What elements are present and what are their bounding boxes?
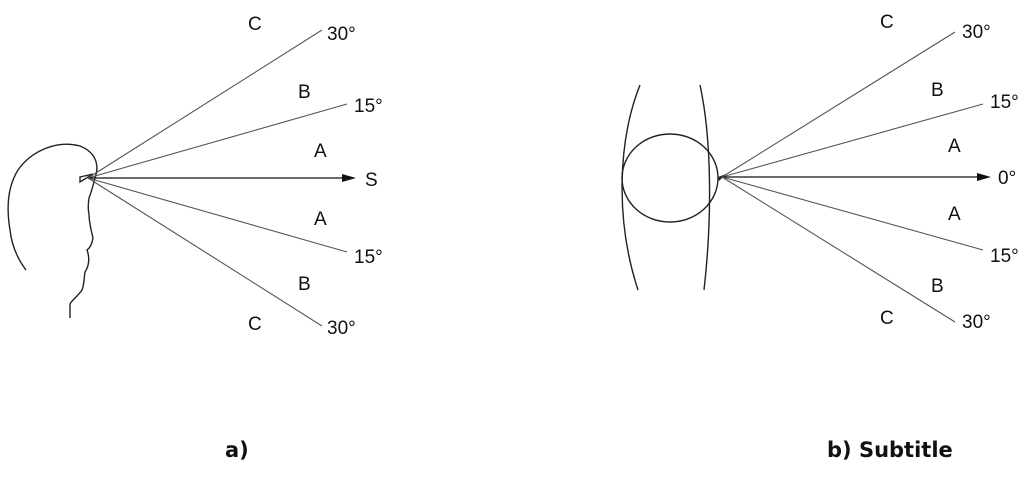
shoulder-line-left bbox=[621, 84, 641, 291]
zone-a-bottom: A bbox=[948, 204, 961, 225]
ray-down-15 bbox=[721, 176, 984, 251]
head-profile-outline bbox=[7, 143, 98, 318]
label-bottom-30: 30° bbox=[962, 312, 991, 333]
panel-a-diagram: 30° 15° S 15° 30° C B A A B C bbox=[7, 14, 383, 339]
caption-b: b) Subtitle bbox=[827, 438, 953, 462]
ray-up-15 bbox=[87, 103, 348, 179]
panel-b-diagram: 30° 15° 0° 15° 30° C B A A B C bbox=[621, 12, 1019, 333]
label-bottom-15: 15° bbox=[354, 247, 383, 268]
zone-c-top: C bbox=[880, 12, 894, 33]
zone-b-top: B bbox=[931, 80, 944, 101]
label-bottom-15: 15° bbox=[990, 246, 1019, 267]
label-top-30: 30° bbox=[962, 22, 991, 43]
ray-up-30 bbox=[721, 31, 956, 178]
ray-down-15 bbox=[87, 177, 348, 253]
label-straight: 0° bbox=[998, 168, 1016, 189]
label-top-30: 30° bbox=[327, 24, 356, 45]
zone-a-bottom: A bbox=[314, 209, 327, 230]
ray-up-15 bbox=[721, 103, 984, 178]
zone-b-top: B bbox=[298, 82, 311, 103]
label-bottom-30: 30° bbox=[327, 318, 356, 339]
arrowhead-straight bbox=[977, 173, 991, 181]
arrowhead-straight bbox=[342, 174, 356, 182]
zone-c-top: C bbox=[248, 14, 262, 35]
zone-c-bottom: C bbox=[248, 314, 262, 335]
ray-up-30 bbox=[87, 29, 323, 179]
zone-a-top: A bbox=[948, 136, 961, 157]
caption-a: a) bbox=[225, 438, 249, 462]
zone-b-bottom: B bbox=[298, 274, 311, 295]
head-top-outline bbox=[621, 133, 719, 223]
shoulder-line-right bbox=[699, 84, 711, 291]
zone-a-top: A bbox=[314, 141, 327, 162]
ray-down-30 bbox=[721, 176, 956, 323]
label-straight: S bbox=[365, 170, 378, 191]
label-top-15: 15° bbox=[990, 92, 1019, 113]
zone-b-bottom: B bbox=[931, 276, 944, 297]
eye-icon bbox=[79, 173, 94, 184]
label-top-15: 15° bbox=[354, 96, 383, 117]
ray-down-30 bbox=[87, 177, 323, 327]
zone-c-bottom: C bbox=[880, 308, 894, 329]
